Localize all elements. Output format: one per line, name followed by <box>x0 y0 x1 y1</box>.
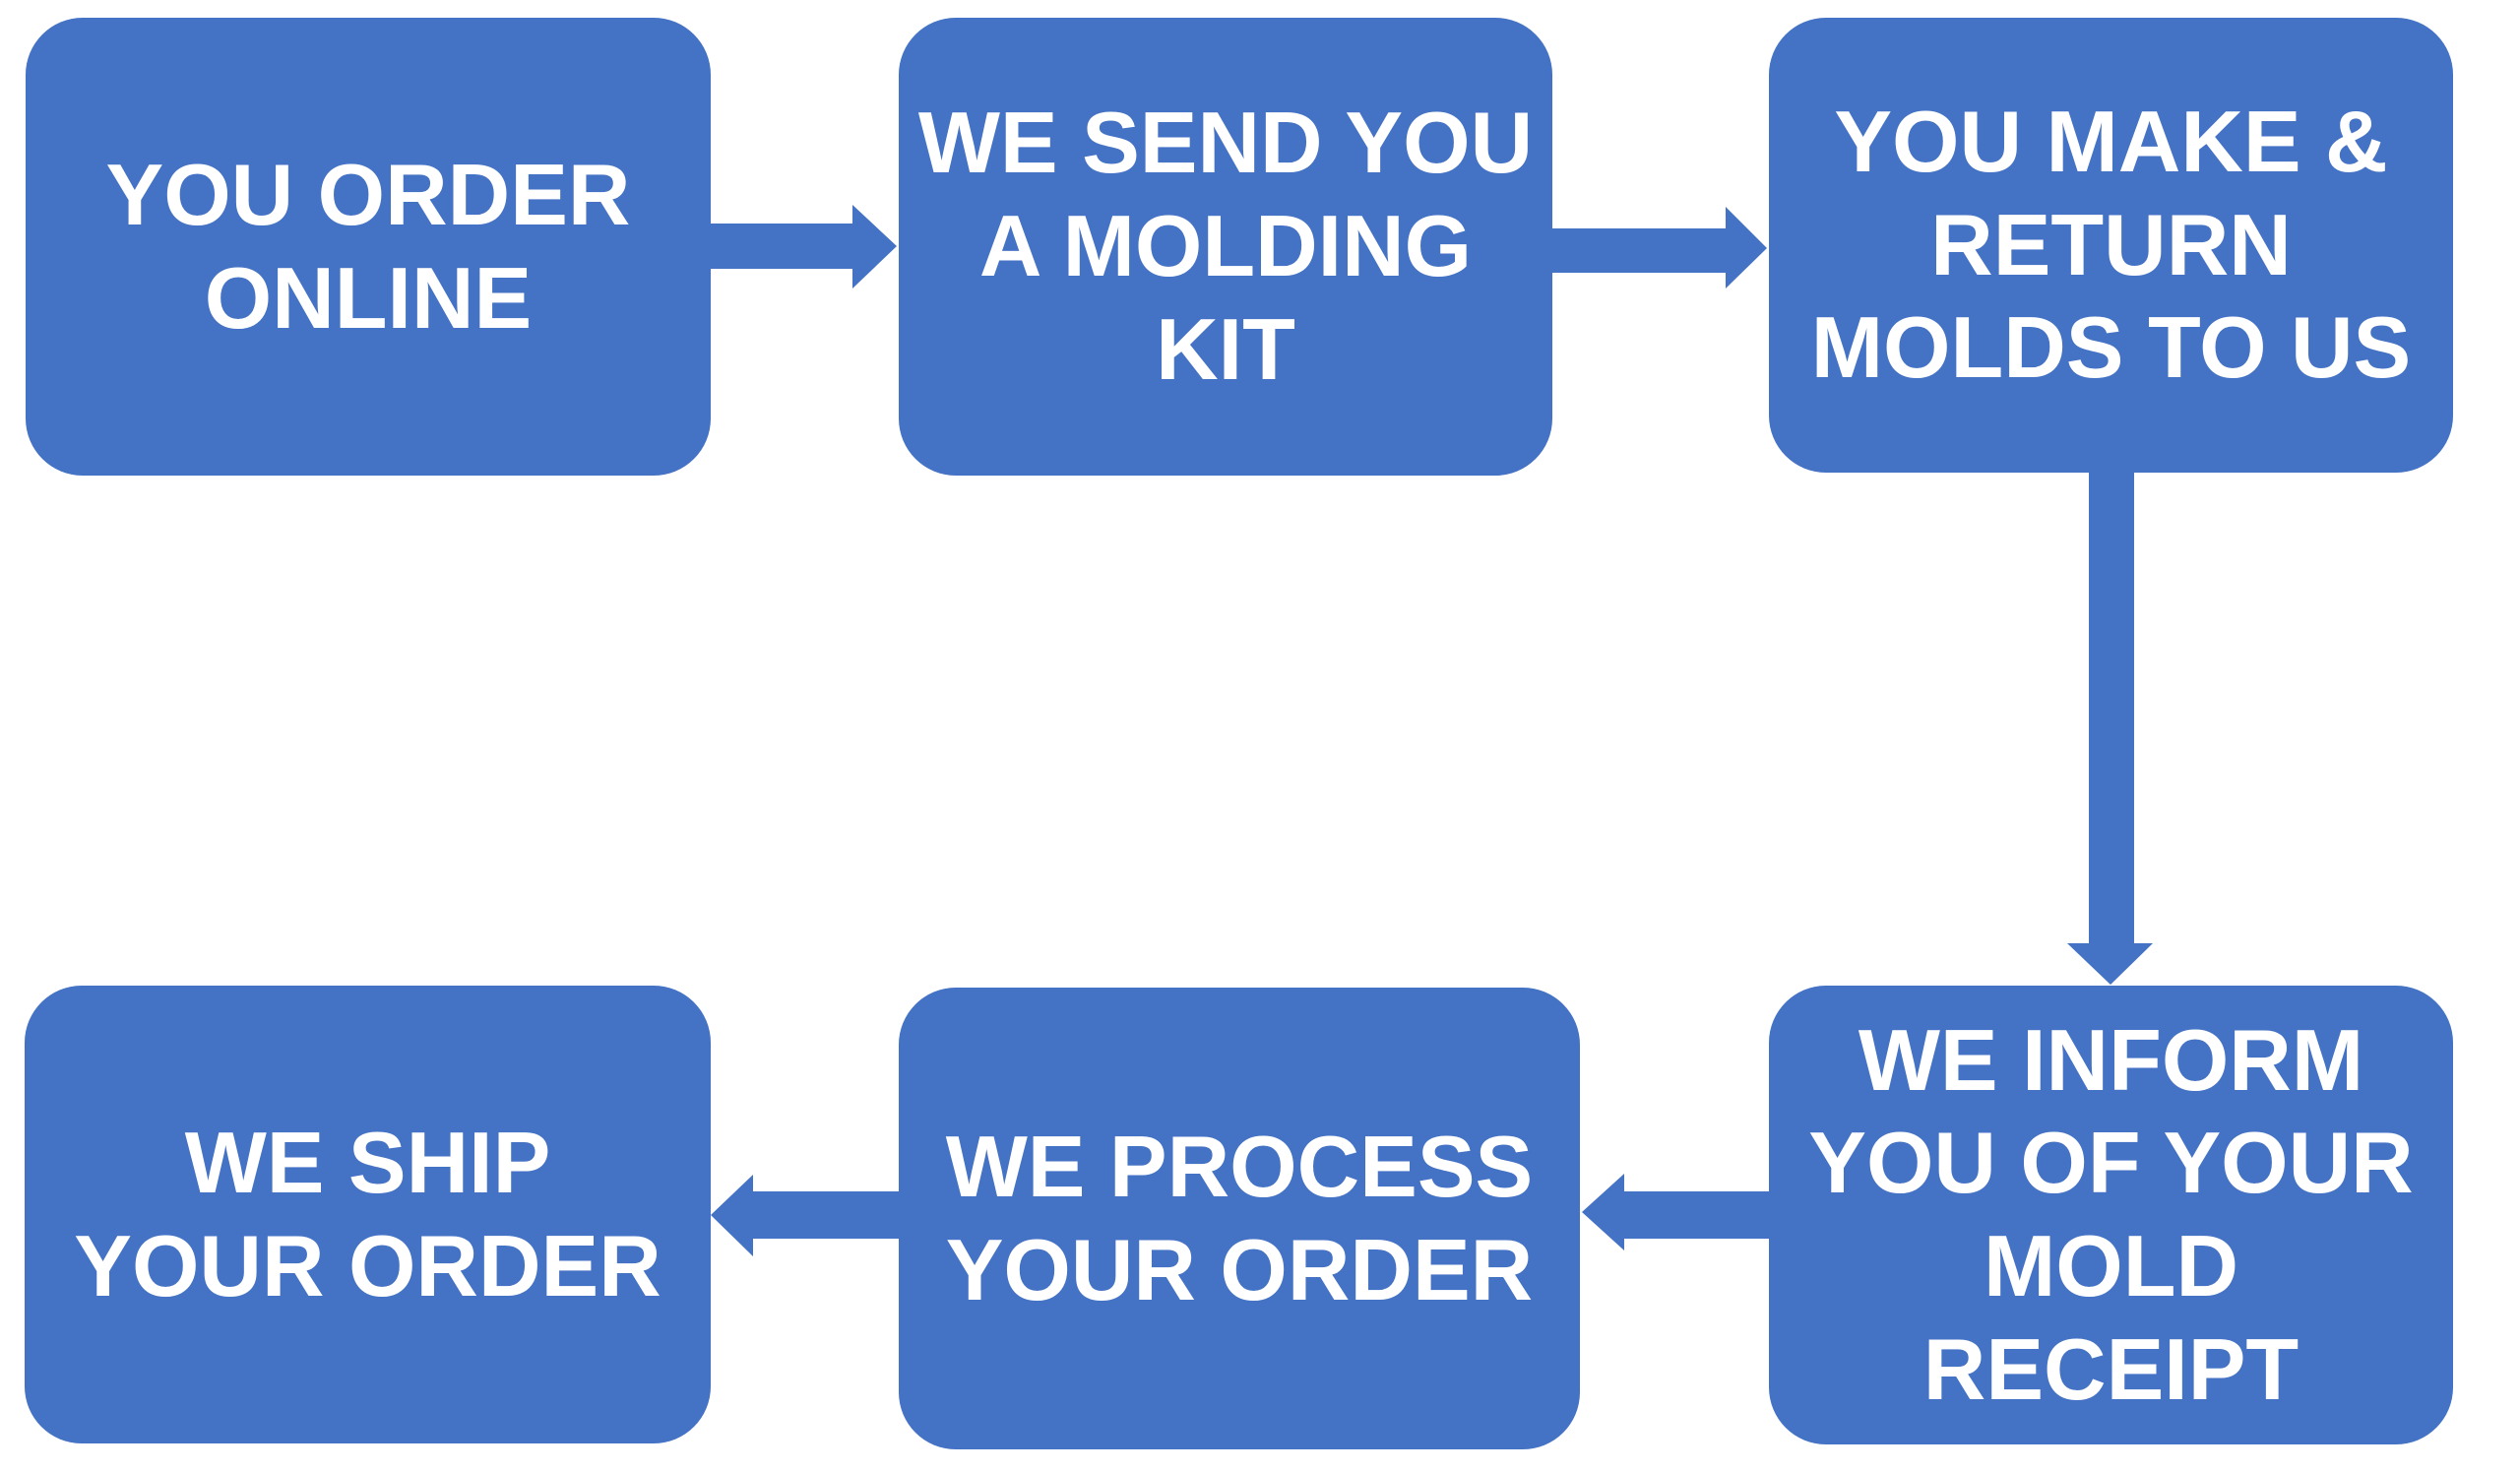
arrow-right-icon <box>711 205 897 288</box>
flow-step-label: WE SEND YOU A MOLDING KIT <box>917 94 1534 398</box>
flow-step-label: WE INFORM YOU OF YOUR MOLD RECEIPT <box>1808 1010 2414 1418</box>
flow-step-ship-order: WE SHIP YOUR ORDER <box>25 986 711 1443</box>
flow-step-process-order: WE PROCESS YOUR ORDER <box>899 988 1580 1449</box>
flow-step-order-online: YOU ORDER ONLINE <box>26 18 711 476</box>
flow-step-label: YOU MAKE & RETURN MOLDS TO US <box>1810 92 2412 397</box>
arrow-left-icon <box>711 1175 899 1256</box>
flow-step-label: WE SHIP YOUR ORDER <box>74 1113 662 1314</box>
flow-step-label: WE PROCESS YOUR ORDER <box>945 1117 1534 1318</box>
flow-step-make-return-molds: YOU MAKE & RETURN MOLDS TO US <box>1769 18 2453 473</box>
arrow-left-icon <box>1582 1174 1769 1250</box>
arrow-right-icon <box>1552 207 1767 288</box>
arrow-down-icon <box>2067 471 2153 985</box>
flow-step-label: YOU ORDER ONLINE <box>105 145 631 347</box>
flow-step-send-molding-kit: WE SEND YOU A MOLDING KIT <box>899 18 1552 476</box>
flow-step-inform-mold-receipt: WE INFORM YOU OF YOUR MOLD RECEIPT <box>1769 986 2453 1444</box>
